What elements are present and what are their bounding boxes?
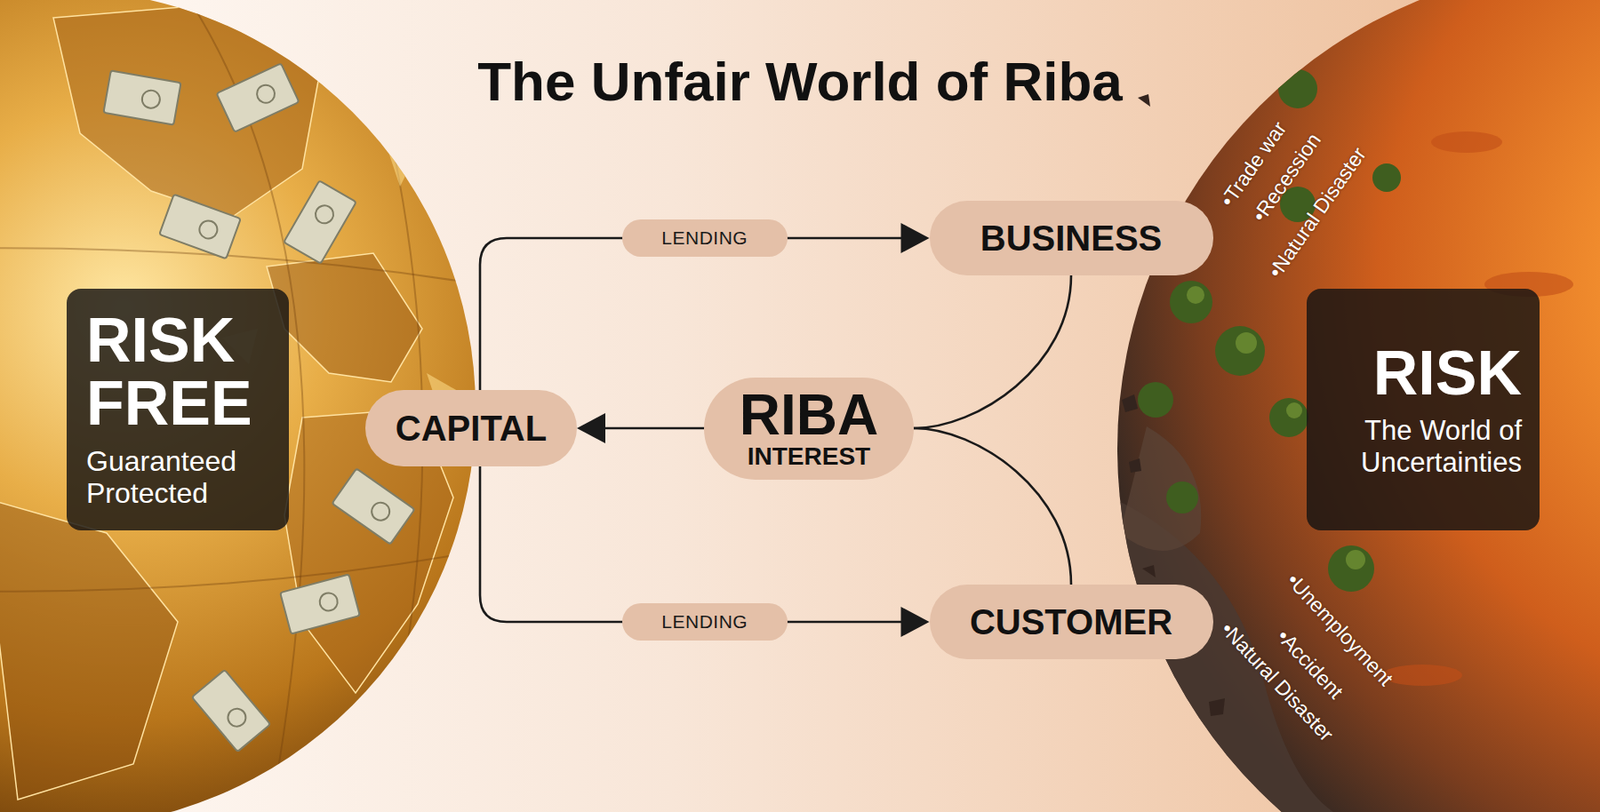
pill-label: CAPITAL [395, 408, 547, 448]
pill-subtext: INTEREST [747, 443, 871, 470]
pill-heading: RIBA [739, 387, 879, 444]
risk-factor: •Natural Disaster [1263, 142, 1372, 283]
earth-globe [1111, 0, 1600, 812]
pill-box: CUSTOMER [929, 584, 1214, 660]
arrow-head [901, 223, 930, 254]
connector-line [913, 275, 1072, 429]
risk-panel: RISK FREE Guaranteed Protected [66, 288, 289, 531]
risk-heading: RISK FREE [86, 309, 270, 437]
arrow-head [901, 607, 930, 638]
edge-label: LENDING [622, 603, 788, 640]
risk-subtext: The World of Uncertainties [1324, 415, 1522, 479]
pill-label: CUSTOMER [969, 602, 1173, 642]
pill-label: BUSINESS [980, 218, 1163, 258]
risk-heading: RISK [1373, 341, 1522, 408]
risk-subtext: Guaranteed Protected [86, 445, 270, 512]
connector [576, 413, 704, 444]
edge-label: LENDING [622, 219, 788, 256]
connector-line [480, 466, 904, 623]
connector-line [603, 427, 704, 431]
arrow-head [576, 413, 606, 444]
diagram-title: The Unfair World of Riba [0, 51, 1600, 112]
connector-line [480, 238, 904, 391]
connector [913, 275, 1072, 429]
pill-box: CAPITAL [365, 390, 577, 467]
connector-line [913, 428, 1072, 585]
connector [913, 428, 1072, 585]
risk-panel: RISK The World of Uncertainties [1306, 288, 1540, 531]
pill-box: RIBAINTEREST [704, 377, 914, 480]
risk-factor: •Unemployment [1281, 568, 1399, 691]
pill-box: BUSINESS [929, 200, 1214, 276]
